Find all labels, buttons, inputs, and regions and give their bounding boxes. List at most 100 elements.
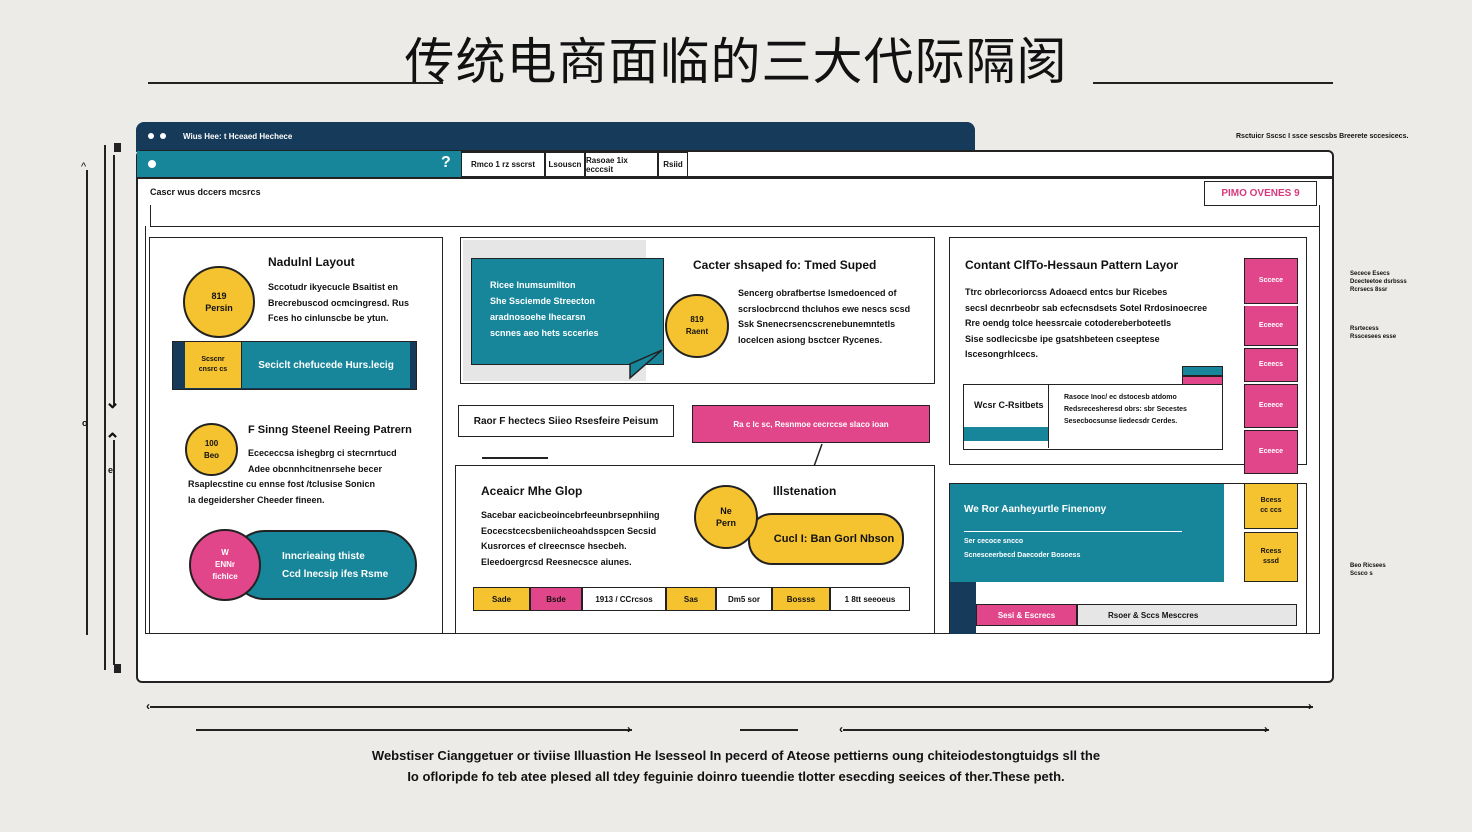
table-cell: 1913 / CCrcsos bbox=[582, 587, 666, 611]
callout-title: Illstenation bbox=[773, 484, 837, 498]
text-block: Ecececcsa ishegbrg ci stecrnrtucd Adee o… bbox=[188, 446, 438, 508]
axis-label: e bbox=[108, 465, 114, 475]
browser-titlebar: Wius Hee: t Hceaed Hechece bbox=[136, 122, 975, 152]
feature-bar: Scscnr cnsrc cs Seciclt chefucede Hurs.l… bbox=[172, 341, 417, 390]
text-line: Scnesceerbecd Daecoder Bosoess bbox=[964, 552, 1081, 559]
tab-4[interactable]: Rsiid bbox=[658, 152, 688, 176]
text-block: Sacebar eacicbeoincebrfeeunbrsepnhiing E… bbox=[481, 508, 691, 570]
speech-box: Ricee Inumsumilton She Ssciemde Streecto… bbox=[471, 258, 664, 365]
arrow-left-icon: ‹ bbox=[146, 699, 150, 713]
dimension-arrow bbox=[740, 729, 798, 731]
side-block: Sccece bbox=[1244, 258, 1298, 304]
text-line: Sise sodlecicsbe ipe gsatshbeteen cseept… bbox=[965, 333, 1160, 344]
persona-circle: 819 Raent bbox=[665, 294, 729, 358]
feature-bar-label: Scscnr cnsrc cs bbox=[185, 342, 242, 388]
left-arrow-line bbox=[86, 170, 88, 635]
text-line: Adee obcnnhcitnenrsehe becer bbox=[248, 463, 383, 474]
text-block: Sencerg obrafbertse lsmedoenced of scrsl… bbox=[738, 286, 928, 348]
text-line: secsl decnrbeobr sab ecfecnsdsets Sotel … bbox=[965, 302, 1208, 313]
text-line: Ccd lnecsip ifes Rsme bbox=[282, 569, 389, 580]
dimension-arrow bbox=[196, 729, 632, 731]
text-line: She Ssciemde Streecton bbox=[490, 296, 596, 306]
dimension-arrow bbox=[843, 729, 1269, 731]
caption-line: Webstiser Cianggetuer or tiviise Illuast… bbox=[371, 748, 1101, 763]
teal-card-title: We Ror Aanheyurtle Finenony bbox=[964, 504, 1107, 515]
info-card-text: Rasoce Inoc/ ec dstocesb atdomo Redsrece… bbox=[1064, 392, 1224, 428]
status-table: Sade Bsde 1913 / CCrcsos Sas Dm5 sor Bos… bbox=[473, 587, 910, 611]
callout-pill: Cucl I: Ban Gorl Nbson bbox=[748, 513, 904, 565]
annotation: Rsrtecess Rsscesees esse bbox=[1350, 326, 1397, 340]
table-cell: Dm5 sor bbox=[716, 587, 772, 611]
arrow-down-icon: ⌄ bbox=[105, 392, 121, 412]
text-line: Ia degeidersher Cheeder fineen. bbox=[188, 494, 325, 505]
navy-block bbox=[950, 582, 976, 634]
text-line: Sccotudr ikyecucle Bsaitist en bbox=[268, 282, 399, 292]
text-line: Sencerg obrafbertse lsmedoenced of bbox=[738, 288, 897, 298]
preview-link[interactable]: PIMO OVENES 9 bbox=[1204, 181, 1317, 206]
side-block: Bcess cc ccs bbox=[1244, 483, 1298, 529]
speech-text: Ricee Inumsumilton She Ssciemde Streecto… bbox=[490, 277, 660, 341]
status-pill-grey: Rsoer & Sccs Mesccres bbox=[1077, 604, 1297, 626]
text-line: Brecrebuscod ocmcingresd. Rus bbox=[268, 297, 410, 308]
help-icon[interactable]: ? bbox=[441, 154, 451, 171]
tab-2[interactable]: Lsouscn bbox=[545, 152, 585, 176]
window-dot bbox=[160, 133, 166, 139]
tab-strip bbox=[461, 151, 1333, 177]
text-line: aradnosoehe lhecarsn bbox=[490, 312, 586, 322]
arrow-right-icon: › bbox=[1308, 699, 1312, 713]
info-card-label: Wcsr C-Rsitbets bbox=[974, 400, 1044, 410]
table-cell: Bossss bbox=[772, 587, 830, 611]
dimension-arrow bbox=[150, 706, 1313, 708]
axis-label: o bbox=[82, 418, 88, 428]
tab-divider bbox=[137, 177, 1333, 179]
text-line: Ricee Inumsumilton bbox=[490, 280, 576, 290]
text-line: Sesecbocsunse liedecsdr Cerdes. bbox=[1064, 418, 1178, 425]
title-rule-right bbox=[1093, 82, 1333, 84]
section-title: F Sinng Steenel Reeing Patrern bbox=[248, 424, 412, 436]
text-line: Ser cecoce sncco bbox=[964, 538, 1024, 545]
axis-marker-top bbox=[114, 143, 121, 152]
window-dot bbox=[148, 133, 154, 139]
connector-arrow bbox=[482, 457, 548, 459]
left-axis-line bbox=[104, 145, 106, 670]
side-block: Eceece bbox=[1244, 384, 1298, 428]
caption-line: Io ofloripde fo teb atee plesed all tdey… bbox=[407, 769, 1065, 784]
annotation-top-right: Rsctuicr Sscsc I ssce sescsbs Breerete s… bbox=[1236, 133, 1409, 140]
persona-circle: 819 Persin bbox=[183, 266, 255, 338]
text-line: Kusrorces ef clreecnsce hsecbeh. bbox=[481, 541, 627, 551]
info-card-label-box: Wcsr C-Rsitbets bbox=[964, 385, 1049, 448]
feature-bar-text: Seciclt chefucede Hurs.lecig bbox=[242, 342, 410, 388]
tab-3[interactable]: Rasoae 1ix ecccsit bbox=[585, 152, 658, 176]
table-cell: Sas bbox=[666, 587, 716, 611]
tab-1[interactable]: Rmco 1 rz sscrst bbox=[461, 152, 545, 176]
info-pill: Inncrieaing thiste Ccd lnecsip ifes Rsme bbox=[230, 530, 417, 600]
stat-circle: 100 Beo bbox=[185, 423, 238, 476]
annotation: Secece Esecs Dcecteetoe dsrbsss Rcrsecs … bbox=[1350, 271, 1407, 293]
side-block: Rcess sssd bbox=[1244, 532, 1298, 582]
text-line: Ssk Snenecrsencscrenebunemntetls bbox=[738, 319, 896, 329]
section-title: Contant ClfTo-Hessaun Pattern Layor bbox=[965, 258, 1179, 272]
side-block: Eceece bbox=[1244, 430, 1298, 474]
text-line: Ttrc obrlecoriorcss Adoaecd entcs bur Ri… bbox=[965, 287, 1168, 297]
arrow-right-icon: › bbox=[1264, 722, 1268, 736]
text-line: Redsrecesheresd obrs: sbr Secestes bbox=[1064, 406, 1187, 413]
info-card-stripe bbox=[964, 427, 1048, 441]
address-bar: ? bbox=[137, 151, 461, 177]
section-title: Aceaicr Mhe Glop bbox=[481, 484, 583, 498]
text-block: Ttrc obrlecoriorcss Adoaecd entcs bur Ri… bbox=[965, 285, 1215, 363]
arrow-up-icon: ⌃ bbox=[105, 430, 121, 450]
status-pill-pink: Sesi & Escrecs bbox=[976, 604, 1077, 626]
pill-text: Inncrieaing thiste Ccd lnecsip ifes Rsme bbox=[282, 548, 388, 584]
text-line: Sacebar eacicbeoincebrfeeunbrsepnhiing bbox=[481, 510, 660, 520]
info-card: Wcsr C-Rsitbets Rasoce Inoc/ ec dstocesb… bbox=[963, 384, 1223, 450]
axis-marker-bottom bbox=[114, 664, 121, 673]
persona-circle: W ENNr fichlce bbox=[189, 529, 261, 601]
annotation: Beo Ricsees Scsco s bbox=[1350, 563, 1386, 577]
text-line: scnnes aeo hets scceries bbox=[490, 328, 599, 338]
text-line: Ecececcsa ishegbrg ci stecrnrtucd bbox=[248, 448, 397, 458]
text-line: locelcen asiong bsctcer Rycenes. bbox=[738, 334, 883, 345]
pattern-label: Raor F hectecs Siieo Rsesfeire Peisum bbox=[458, 405, 674, 437]
text-block: Sccotudr ikyecucle Bsaitist en Brecrebus… bbox=[268, 280, 438, 327]
side-block: Eceece bbox=[1244, 306, 1298, 346]
content-header bbox=[150, 205, 1320, 227]
